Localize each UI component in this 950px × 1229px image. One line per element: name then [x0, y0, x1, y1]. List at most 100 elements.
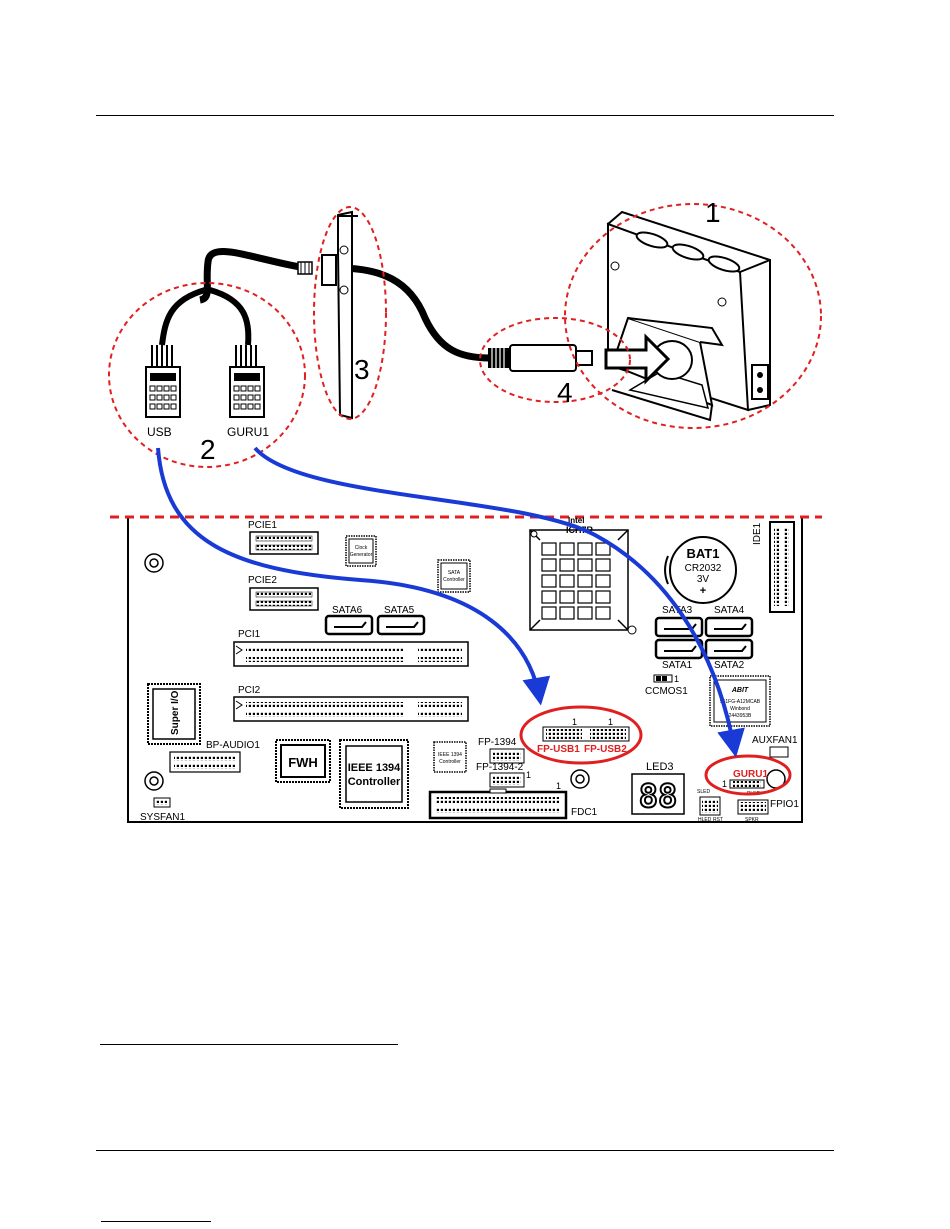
- pci2-slot: [233, 696, 469, 722]
- callout-circle-2: [108, 282, 306, 468]
- fpio1-label: FPIO1: [770, 799, 799, 810]
- sata4-label: SATA4: [714, 605, 745, 616]
- usb-branch: [159, 287, 206, 346]
- svg-text:Super I/O: Super I/O: [170, 690, 181, 735]
- page-link-underline: [101, 1221, 211, 1222]
- svg-text:+: +: [700, 585, 706, 597]
- ide1-label: IDE1: [752, 522, 763, 545]
- guru-route-arrow: [253, 446, 745, 758]
- footnote-rule: [100, 1044, 398, 1045]
- main-cable: [198, 248, 301, 304]
- cable-assembly: USB GURU1: [108, 197, 822, 468]
- pci1-slot: [233, 641, 469, 667]
- callout-number-2: 2: [200, 434, 216, 465]
- svg-text:CR2032: CR2032: [685, 563, 722, 574]
- pci2-label: PCI2: [238, 685, 261, 696]
- footer-rule: [96, 1150, 834, 1151]
- svg-text:FWH: FWH: [288, 755, 318, 770]
- bp-audio-header: [169, 751, 241, 773]
- usb-label: USB: [147, 425, 172, 439]
- sata1-label: SATA1: [662, 660, 693, 671]
- fp-usb-highlight: [519, 705, 643, 765]
- pcie2-label: PCIE2: [248, 575, 277, 586]
- ccmos-label: CCMOS1: [645, 686, 688, 697]
- guru1-header-label: GURU1: [733, 769, 768, 780]
- svg-text:IEEE 1394: IEEE 1394: [438, 752, 462, 758]
- sata-controller-chip: SATA Controller: [437, 559, 471, 593]
- callout-number-1: 1: [705, 197, 721, 228]
- pcie2-slot: [249, 587, 319, 611]
- svg-text:Clock: Clock: [355, 545, 368, 551]
- svg-text:Generator: Generator: [350, 552, 373, 558]
- sata6-label: SATA6: [332, 605, 363, 616]
- usb-connector: [145, 366, 181, 418]
- board-outline: [127, 517, 803, 823]
- fwh-chip: FWH: [275, 739, 331, 783]
- sata2-label: SATA2: [714, 660, 745, 671]
- callout-number-4: 4: [557, 377, 573, 408]
- svg-text:951FG-A12MCAB: 951FG-A12MCAB: [720, 699, 761, 705]
- auxfan-label: AUXFAN1: [752, 735, 798, 746]
- fp1394-2-label: FP-1394-2: [476, 762, 524, 773]
- guru1-highlight: [704, 754, 792, 796]
- insert-arrow: [604, 333, 671, 385]
- pci-bracket: [321, 210, 358, 420]
- fdc1-label: FDC1: [571, 807, 598, 818]
- motherboard: PCIE1 PCIE2 Clock Generator SATA Control…: [110, 515, 822, 823]
- guru-cable-label: GURU1: [227, 425, 269, 439]
- svg-text:1: 1: [722, 779, 727, 789]
- uguru-chip: ABIT 951FG-A12MCAB Winbond 2443953B: [709, 675, 771, 727]
- cable-plug: [488, 344, 593, 372]
- ieee1394-controller-chip: IEEE 1394 Controller: [339, 739, 409, 809]
- super-io-chip: Super I/O: [147, 683, 201, 745]
- callout-circle-3: [313, 206, 387, 420]
- sata4-port: [704, 616, 754, 638]
- svg-text:SATA: SATA: [448, 570, 461, 576]
- svg-text:Controller: Controller: [348, 776, 401, 788]
- svg-text:1: 1: [572, 717, 577, 727]
- callout-circle-1: [564, 203, 822, 429]
- svg-text:HLED: HLED: [698, 817, 712, 823]
- ieee1394-small-chip: IEEE 1394 Controller: [433, 741, 467, 773]
- svg-text:IEEE 1394: IEEE 1394: [348, 762, 401, 774]
- bat1-battery: BAT1 CR2032 3V +: [664, 536, 737, 604]
- svg-text:Controller: Controller: [439, 759, 461, 765]
- svg-text:BAT1: BAT1: [687, 546, 720, 561]
- fdc1-connector: [428, 788, 568, 820]
- pcie1-label: PCIE1: [248, 520, 277, 531]
- usb-route-arrow: [156, 447, 551, 706]
- ich7r-heatsink: [529, 529, 637, 635]
- svg-text:1: 1: [674, 674, 679, 684]
- callout-number-3: 3: [354, 354, 370, 385]
- header-rule: [96, 115, 834, 116]
- svg-text:SPKR: SPKR: [745, 817, 759, 823]
- led3-display: 88: [639, 777, 678, 815]
- svg-text:1: 1: [608, 717, 613, 727]
- svg-text:1: 1: [556, 781, 561, 791]
- callout-circle-4: [479, 317, 631, 403]
- svg-text:Controller: Controller: [443, 577, 465, 583]
- pcie1-slot: [249, 531, 319, 555]
- svg-text:RST: RST: [713, 817, 723, 823]
- fp-usb2-label: FP-USB2: [584, 744, 627, 755]
- pci1-label: PCI1: [238, 629, 261, 640]
- svg-text:Winbond: Winbond: [730, 706, 750, 712]
- svg-text:1: 1: [526, 770, 531, 780]
- svg-text:3V: 3V: [697, 574, 710, 585]
- sysfan-label: SYSFAN1: [140, 812, 185, 823]
- fp-usb1-label: FP-USB1: [537, 744, 580, 755]
- sata5-label: SATA5: [384, 605, 415, 616]
- guru-connector: [229, 366, 265, 418]
- sata1-port: [654, 638, 704, 660]
- bp-audio-label: BP-AUDIO1: [206, 740, 260, 751]
- ich-label-line1: Intel: [568, 516, 584, 525]
- ide1-connector: [769, 521, 795, 613]
- sata5-port: [376, 614, 426, 636]
- guru-branch: [209, 287, 252, 346]
- svg-text:2443953B: 2443953B: [729, 713, 752, 719]
- svg-text:SLED: SLED: [697, 789, 710, 795]
- svg-text:ABIT: ABIT: [731, 687, 749, 694]
- clock-generator-chip: Clock Generator: [345, 535, 377, 567]
- sata6-port: [324, 614, 374, 636]
